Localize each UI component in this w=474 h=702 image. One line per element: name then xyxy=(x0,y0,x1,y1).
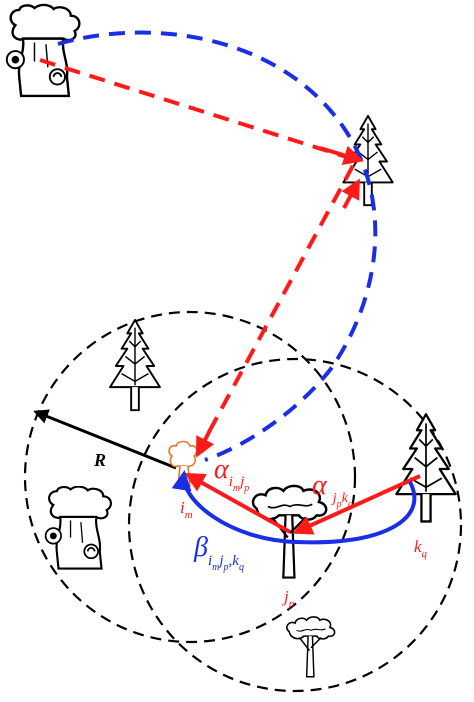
baobab-tree-icon xyxy=(5,3,81,98)
baobab-tree-icon xyxy=(44,486,113,570)
red-arrow-j-to-i xyxy=(184,473,291,534)
node-j-label: jp xyxy=(282,587,295,610)
neighborhood-circle-left xyxy=(23,310,357,644)
beta-label: βimjp,kq xyxy=(193,532,244,573)
blue-dashed-path xyxy=(57,30,378,462)
blue-beta-arc xyxy=(171,470,417,545)
red-dashed-arrowhead-2 xyxy=(341,178,360,209)
acacia-tree-icon xyxy=(285,616,336,678)
red-dashed-path xyxy=(39,58,358,457)
radius-label: R xyxy=(93,450,106,470)
neighborhood-circles xyxy=(23,310,463,693)
red-dashed-arrowhead-1 xyxy=(319,145,364,165)
red-arrow-k-to-j xyxy=(292,474,421,535)
alpha-left-label: αimjp xyxy=(214,454,249,494)
node-k-label: kq xyxy=(414,537,428,560)
radius-arrow xyxy=(33,409,177,470)
pine-tree-icon xyxy=(394,412,458,523)
neighborhood-circle-right xyxy=(127,357,463,693)
red-dashed-arrowhead-3 xyxy=(196,429,215,458)
pine-tree-icon xyxy=(108,318,162,412)
node-i-label: im xyxy=(180,498,193,521)
